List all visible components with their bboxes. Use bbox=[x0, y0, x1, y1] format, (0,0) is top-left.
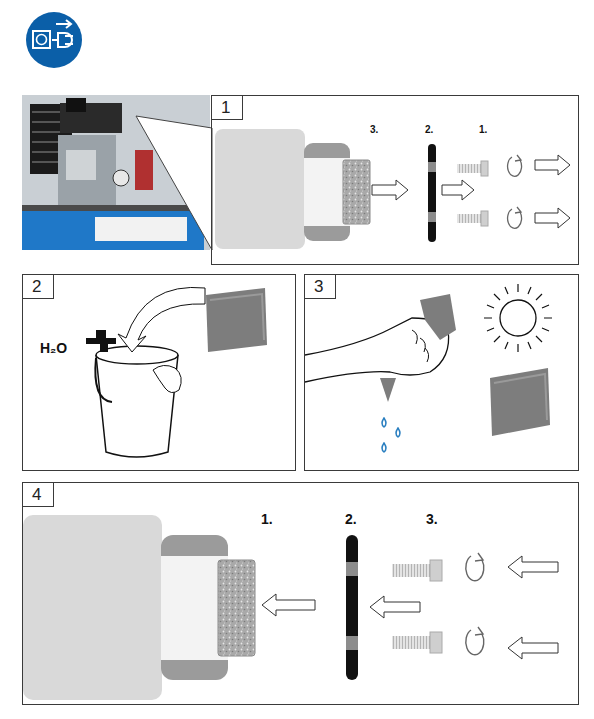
unplug-icon bbox=[26, 12, 82, 68]
compressor-body bbox=[215, 129, 305, 249]
filter-disassembly bbox=[215, 129, 570, 249]
step-number: 4 bbox=[22, 482, 54, 507]
rotate-symbol bbox=[508, 207, 522, 228]
pressure-gauge bbox=[113, 170, 129, 186]
arrow bbox=[508, 556, 558, 578]
filter-sponge bbox=[218, 560, 255, 656]
sponge-in-hand bbox=[420, 294, 456, 340]
bucket-rim bbox=[96, 346, 178, 364]
cover-hole bbox=[346, 636, 358, 650]
crankcase-cover bbox=[66, 150, 96, 180]
arrow bbox=[535, 155, 570, 175]
faucet bbox=[86, 338, 116, 352]
step-number: 3 bbox=[304, 274, 336, 299]
sequence-number: 1. bbox=[261, 511, 273, 527]
sponge-edge bbox=[494, 374, 547, 420]
hand-arm bbox=[305, 318, 449, 382]
tank bbox=[22, 210, 204, 250]
screw bbox=[392, 636, 430, 649]
plug-symbol bbox=[52, 33, 73, 47]
step-panel: 1 bbox=[211, 95, 579, 265]
sequence-number: 2. bbox=[345, 511, 357, 527]
bucket-handle bbox=[95, 358, 112, 402]
tank-rail bbox=[22, 205, 204, 211]
rotate-symbol bbox=[466, 553, 484, 581]
filter-housing bbox=[66, 98, 86, 112]
direction-arrow bbox=[56, 20, 71, 28]
zoom-callout bbox=[136, 116, 212, 250]
sponge-drip bbox=[380, 378, 396, 402]
filter-cover bbox=[428, 144, 436, 242]
screw-head bbox=[481, 211, 488, 226]
step-number: 2 bbox=[22, 274, 54, 299]
arrow bbox=[508, 637, 558, 659]
cover-hole bbox=[428, 212, 436, 222]
sponge-edge bbox=[210, 294, 264, 340]
compressor-body bbox=[23, 515, 162, 700]
water-label: H₂O bbox=[40, 340, 67, 356]
arrow bbox=[370, 596, 420, 618]
icon-circle bbox=[26, 12, 82, 68]
filter-cover bbox=[346, 535, 358, 680]
socket-symbol bbox=[37, 35, 47, 45]
arrow bbox=[442, 180, 474, 200]
step-panel: 3 bbox=[304, 274, 579, 471]
arrow bbox=[262, 594, 315, 616]
rating-plate bbox=[95, 217, 187, 241]
sequence-number: 2. bbox=[425, 124, 433, 135]
sequence-number: 3. bbox=[426, 511, 438, 527]
drying-scene bbox=[305, 284, 552, 452]
finger-lines bbox=[412, 330, 429, 362]
washing-scene bbox=[86, 287, 267, 457]
screw-head bbox=[481, 161, 488, 176]
faucet-handle bbox=[96, 330, 106, 338]
filter-reassembly bbox=[23, 515, 558, 700]
socket-symbol bbox=[33, 31, 50, 48]
arrow bbox=[372, 180, 408, 200]
step-number: 1 bbox=[211, 95, 243, 120]
screw-head bbox=[430, 632, 442, 653]
step-panel: 2 bbox=[22, 274, 296, 471]
sun bbox=[500, 300, 536, 336]
step-panel: 4 bbox=[22, 482, 579, 705]
sequence-number: 1. bbox=[479, 124, 487, 135]
filter-sponge bbox=[490, 368, 550, 436]
screw bbox=[457, 214, 481, 223]
screw bbox=[392, 564, 430, 577]
arrow bbox=[535, 208, 570, 228]
pressure-switch bbox=[135, 150, 153, 190]
cloth bbox=[153, 365, 181, 392]
filter-sponge bbox=[206, 288, 267, 352]
water-drops bbox=[382, 418, 400, 452]
cover-hole bbox=[428, 162, 436, 172]
sun-rays bbox=[484, 284, 552, 352]
screw-head bbox=[430, 560, 442, 581]
rotate-symbol bbox=[466, 627, 484, 655]
screw bbox=[457, 164, 481, 173]
filter-sponge bbox=[343, 160, 370, 224]
rotate-symbol bbox=[508, 155, 522, 176]
cover-hole bbox=[346, 562, 358, 576]
sequence-number: 3. bbox=[370, 124, 378, 135]
crankcase bbox=[58, 135, 116, 210]
curved-arrow bbox=[118, 287, 205, 352]
